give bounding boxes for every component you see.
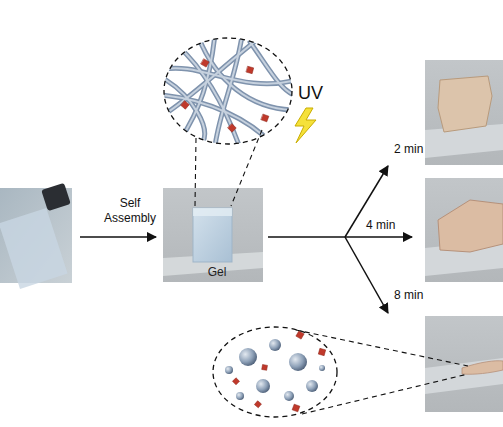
illustration-path bbox=[166, 80, 205, 146]
illustration-ellipse bbox=[164, 38, 292, 144]
photo-8min bbox=[425, 316, 503, 412]
illustration-g bbox=[160, 34, 296, 148]
illustration-line bbox=[231, 130, 262, 206]
illustration-rect bbox=[425, 316, 503, 412]
illustration-circle bbox=[306, 380, 318, 392]
illustration-ellipse bbox=[213, 327, 337, 417]
illustration-line bbox=[345, 236, 412, 238]
uv-bolt bbox=[295, 108, 316, 143]
arrow bbox=[80, 236, 156, 238]
sphere-inset bbox=[213, 327, 468, 417]
vial-photo bbox=[0, 183, 72, 289]
time-label: 4 min bbox=[366, 218, 406, 233]
illustration-g bbox=[181, 59, 269, 132]
illustration-circle bbox=[284, 391, 294, 401]
illustration-rect bbox=[292, 404, 300, 412]
illustration-ellipse bbox=[213, 327, 337, 417]
illustration-g bbox=[160, 34, 296, 148]
gel-photo-box: Gel bbox=[163, 188, 271, 282]
illustration-circle bbox=[236, 392, 244, 400]
illustration-circle bbox=[225, 366, 233, 374]
illustration-line bbox=[195, 138, 196, 206]
photo-2min bbox=[425, 60, 503, 165]
illustration-rect bbox=[261, 114, 269, 122]
illustration-rect bbox=[228, 124, 236, 132]
time-label: 2 min bbox=[394, 142, 434, 157]
illustration-rect bbox=[201, 59, 209, 67]
illustration-g bbox=[232, 331, 325, 412]
illustration-circle bbox=[239, 348, 257, 366]
illustration-circle bbox=[269, 339, 281, 351]
illustration-line bbox=[296, 330, 468, 366]
illustration-rect bbox=[193, 208, 232, 216]
illustration-path bbox=[168, 36, 262, 112]
illustration-g bbox=[160, 34, 296, 148]
illustration-rect bbox=[181, 101, 189, 109]
illustration-path bbox=[166, 80, 205, 146]
illustration-circle bbox=[256, 379, 270, 393]
branch-arrows bbox=[268, 166, 412, 313]
illustration-rect bbox=[318, 348, 325, 355]
photo-4min bbox=[425, 178, 503, 282]
illustration-circle bbox=[289, 353, 307, 371]
illustration-line bbox=[345, 237, 388, 313]
illustration-path bbox=[198, 36, 296, 110]
illustration-rect bbox=[262, 365, 268, 371]
illustration-path bbox=[180, 34, 215, 140]
process-label: Self Assembly bbox=[100, 196, 160, 226]
illustration-rect bbox=[254, 401, 261, 408]
time-label: 8 min bbox=[394, 288, 434, 303]
illustration-line bbox=[302, 374, 468, 414]
illustration-rect bbox=[193, 208, 232, 262]
illustration-path bbox=[250, 42, 296, 96]
illustration-circle bbox=[319, 365, 325, 371]
illustration-rect bbox=[425, 178, 503, 282]
node-label: Gel bbox=[163, 265, 271, 279]
illustration-rect bbox=[41, 183, 71, 211]
illustration-path bbox=[438, 200, 503, 252]
illustration-rect bbox=[232, 378, 239, 385]
uv-label: UV bbox=[298, 82, 328, 105]
illustration-line bbox=[268, 236, 345, 238]
illustration-g bbox=[225, 331, 326, 412]
illustration-rect bbox=[425, 60, 503, 165]
illustration-polygon bbox=[425, 358, 503, 394]
illustration-path bbox=[250, 42, 296, 96]
fibre-inset bbox=[160, 34, 296, 206]
illustration-path bbox=[462, 361, 503, 375]
illustration-rect bbox=[246, 66, 253, 73]
illustration-path bbox=[215, 36, 242, 146]
illustration-rect bbox=[0, 208, 68, 289]
illustration-path bbox=[438, 76, 492, 132]
